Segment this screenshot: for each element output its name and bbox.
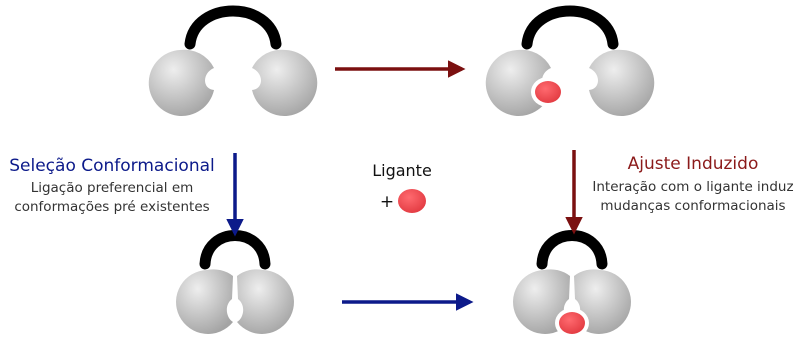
ligand-legend-icon [398,189,426,213]
ligand-legend-plus: + [380,192,394,212]
protein-closed-unbound [176,236,294,334]
ligand-legend-label: Ligante [372,161,432,180]
induced-fit-title: Ajuste Induzido [628,154,759,174]
conformational-selection-line-2: conformações pré existentes [14,199,209,215]
ligand-bound-bottom [559,312,585,334]
induced-fit-line-2: mudanças conformacionais [600,198,785,214]
conformational-selection-title: Seleção Conformacional [9,156,215,176]
protein-closed-bound [513,236,631,339]
induced-fit-line-1: Interação com o ligante induz [592,179,793,195]
protein-open-unbound [149,11,317,116]
protein-open-bound [486,11,654,116]
conformational-selection-line-1: Ligação preferencial em [31,180,194,196]
